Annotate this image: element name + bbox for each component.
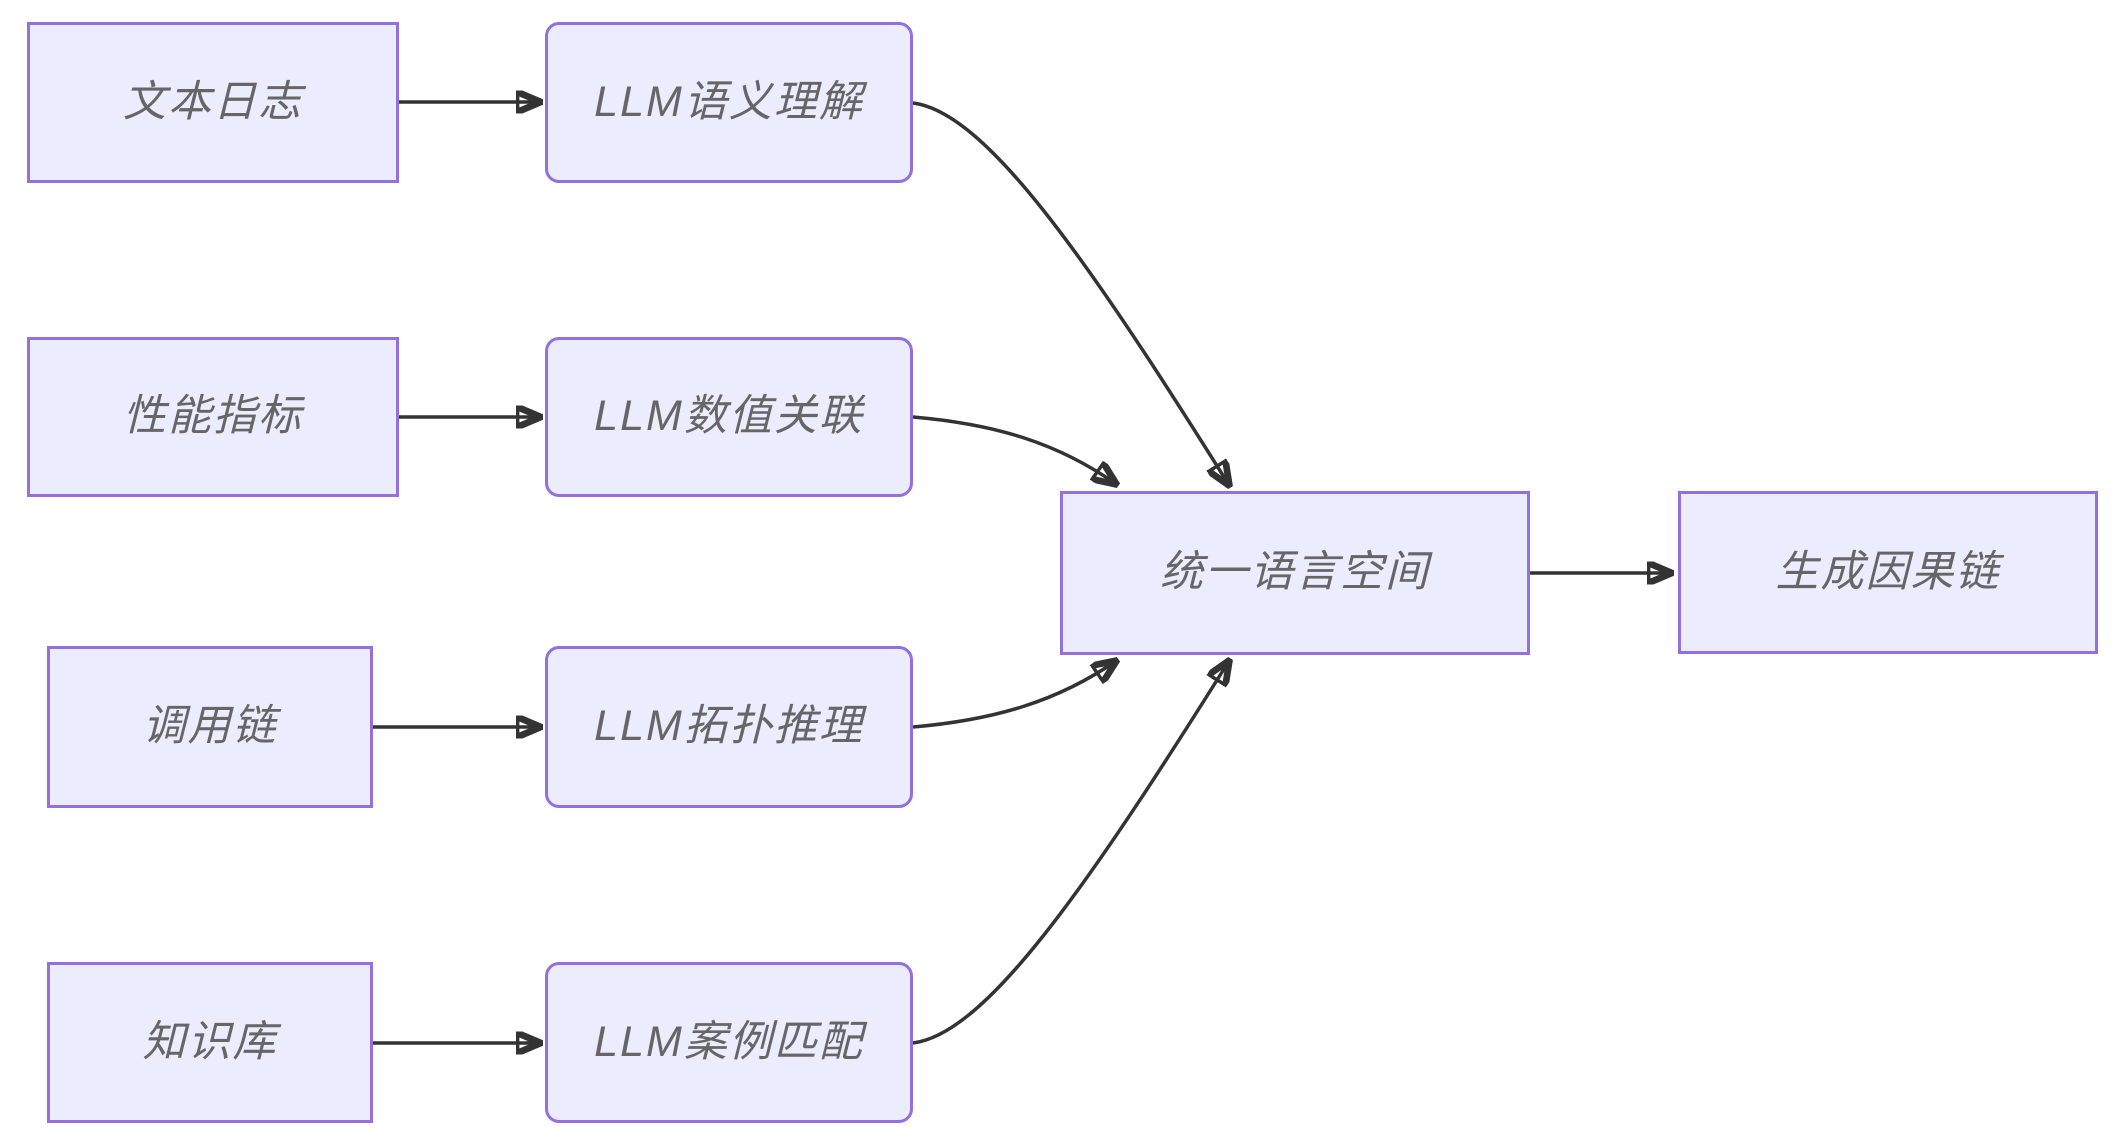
node-llm-numeric-label: LLM数值关联 xyxy=(594,392,864,441)
node-text-log-label: 文本日志 xyxy=(123,77,303,126)
node-causal-chain-label: 生成因果链 xyxy=(1775,547,2001,596)
node-call-chain-label: 调用链 xyxy=(142,702,278,751)
node-llm-case-label: LLM案例匹配 xyxy=(594,1017,864,1066)
node-knowledge-base-label: 知识库 xyxy=(142,1017,278,1066)
node-perf-metrics: 性能指标 xyxy=(27,337,399,497)
node-llm-case: LLM案例匹配 xyxy=(545,962,913,1123)
node-text-log: 文本日志 xyxy=(27,22,399,183)
node-llm-topology-label: LLM拓扑推理 xyxy=(594,702,864,751)
node-llm-topology: LLM拓扑推理 xyxy=(545,646,913,808)
node-knowledge-base: 知识库 xyxy=(47,962,373,1123)
edge-semantic-to-unified xyxy=(912,101,1229,485)
edge-numeric-to-unified xyxy=(912,415,1116,484)
node-llm-numeric: LLM数值关联 xyxy=(545,337,913,497)
edge-case-to-unified xyxy=(912,661,1229,1045)
edge-topology-to-unified xyxy=(912,661,1116,729)
node-llm-semantic-label: LLM语义理解 xyxy=(594,77,864,126)
node-llm-semantic: LLM语义理解 xyxy=(545,22,913,183)
node-unified-space-label: 统一语言空间 xyxy=(1160,548,1430,597)
node-causal-chain: 生成因果链 xyxy=(1678,491,2098,654)
node-unified-space: 统一语言空间 xyxy=(1060,491,1530,655)
node-call-chain: 调用链 xyxy=(47,646,373,808)
node-perf-metrics-label: 性能指标 xyxy=(123,392,303,441)
